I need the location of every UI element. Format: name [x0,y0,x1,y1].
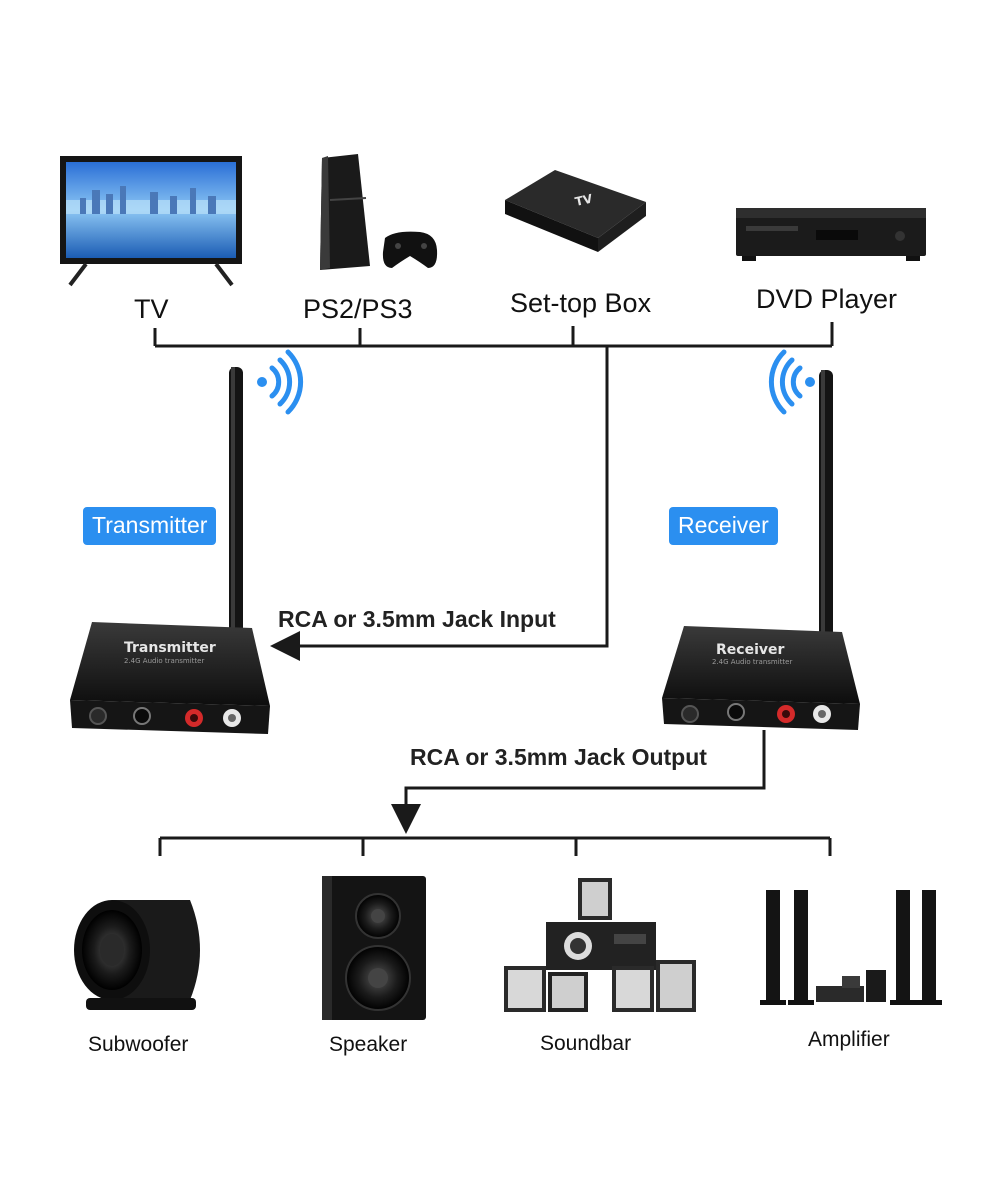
dvd-player-image [736,208,926,261]
receiver-badge: Receiver [669,507,778,545]
receiver-device: Receiver 2.4G Audio transmitter [662,370,860,730]
source-bus-lines [153,322,834,661]
source-label-tv: TV [134,294,169,324]
amplifier-system-image [760,890,942,1005]
receiver-face-subtitle: 2.4G Audio transmitter [712,658,792,666]
subwoofer-image [74,900,200,1010]
output-label-speaker: Speaker [329,1033,408,1056]
output-bus-lines [158,730,832,856]
set-top-box-image: TV [505,170,646,252]
transmitter-device: Transmitter 2.4G Audio transmitter [70,367,270,734]
wifi-signal-left-icon [257,349,304,415]
set-top-box-logo: TV [574,191,595,208]
source-label-dvd-player: DVD Player [756,284,898,314]
output-connection-label: RCA or 3.5mm Jack Output [410,744,707,770]
source-label-ps: PS2/PS3 [303,294,413,324]
output-label-amplifier: Amplifier [808,1028,890,1051]
transmitter-face-label: Transmitter [124,640,216,656]
receiver-face-label: Receiver [716,642,784,658]
output-label-subwoofer: Subwoofer [88,1033,189,1056]
speaker-image [322,876,426,1020]
tv-image [60,156,242,287]
transmitter-face-subtitle: 2.4G Audio transmitter [124,657,204,665]
ps-console-image [320,154,438,270]
input-connection-label: RCA or 3.5mm Jack Input [278,606,556,632]
soundbar-system-image [504,878,696,1012]
transmitter-badge: Transmitter [83,507,217,545]
wifi-signal-right-icon [768,349,815,415]
source-label-set-top-box: Set-top Box [510,288,652,318]
output-label-soundbar: Soundbar [540,1032,632,1055]
